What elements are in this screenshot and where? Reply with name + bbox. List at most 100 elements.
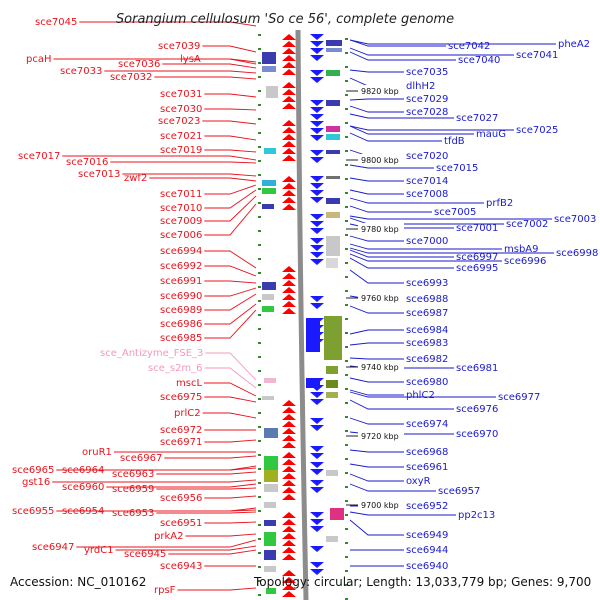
gene-label-sce6957[interactable]: sce6957: [438, 486, 480, 497]
gene-label-sce6976[interactable]: sce6976: [456, 404, 498, 415]
gene-label-sce6952[interactable]: sce6952: [406, 501, 448, 512]
gene-label-rpsF[interactable]: rpsF: [154, 585, 176, 596]
gene-label-sce6954[interactable]: sce6954: [62, 506, 104, 517]
gene-label-sce6971[interactable]: sce6971: [160, 437, 202, 448]
gene-label-sce7025[interactable]: sce7025: [516, 125, 558, 136]
gene-label-tfdB[interactable]: tfdB: [444, 136, 465, 147]
gene-label-sce6963[interactable]: sce6963: [112, 469, 154, 480]
gene-label-sce6974[interactable]: sce6974: [406, 419, 448, 430]
gene-label-sce7003[interactable]: sce7003: [554, 214, 596, 225]
gene-label-sce6981[interactable]: sce6981: [456, 363, 498, 374]
gene-label-sce6944[interactable]: sce6944: [406, 545, 448, 556]
gene-label-sce7039[interactable]: sce7039: [158, 41, 200, 52]
gene-label-sce6964[interactable]: sce6964: [62, 465, 104, 476]
gene-label-sce6975[interactable]: sce6975: [160, 392, 202, 403]
gene-label-sce6977[interactable]: sce6977: [498, 392, 540, 403]
gene-label-sce6967[interactable]: sce6967: [120, 453, 162, 464]
gene-label-sce6984[interactable]: sce6984: [406, 325, 448, 336]
gene-label-sce6947[interactable]: sce6947: [32, 542, 74, 553]
gene-label-sce6986[interactable]: sce6986: [160, 319, 202, 330]
gene-label-sce_Antizyme_FSE_3[interactable]: sce_Antizyme_FSE_3: [100, 348, 203, 359]
gene-label-sce7010[interactable]: sce7010: [160, 203, 202, 214]
gene-label-sce6988[interactable]: sce6988: [406, 294, 448, 305]
gene-label-sce6998[interactable]: sce6998: [556, 248, 598, 259]
gene-label-sce6951[interactable]: sce6951: [160, 518, 202, 529]
gene-label-sce7014[interactable]: sce7014: [406, 176, 448, 187]
gene-label-sce6982[interactable]: sce6982: [406, 354, 448, 365]
gene-label-sce7031[interactable]: sce7031: [160, 89, 202, 100]
gene-label-sce7027[interactable]: sce7027: [456, 113, 498, 124]
gene-label-sce6980[interactable]: sce6980: [406, 377, 448, 388]
gene-label-sce7013[interactable]: sce7013: [78, 169, 120, 180]
gene-label-sce7019[interactable]: sce7019: [160, 145, 202, 156]
gene-label-sce6990[interactable]: sce6990: [160, 291, 202, 302]
gene-label-sce6994[interactable]: sce6994: [160, 246, 202, 257]
gene-label-sce6989[interactable]: sce6989: [160, 305, 202, 316]
gene-label-sce7028[interactable]: sce7028: [406, 107, 448, 118]
gene-label-msbA9[interactable]: msbA9: [504, 244, 539, 255]
gene-label-mauG[interactable]: mauG: [476, 129, 506, 140]
gene-label-mscL[interactable]: mscL: [176, 378, 202, 389]
gene-label-sce7001[interactable]: sce7001: [456, 223, 498, 234]
gene-label-sce6965[interactable]: sce6965: [12, 465, 54, 476]
gene-label-sce7021[interactable]: sce7021: [160, 131, 202, 142]
gene-label-gst16[interactable]: gst16: [22, 477, 50, 488]
gene-label-sce7011[interactable]: sce7011: [160, 189, 202, 200]
gene-label-yrdC1[interactable]: yrdC1: [84, 545, 114, 556]
gene-label-sce6943[interactable]: sce6943: [160, 561, 202, 572]
gene-label-sce7041[interactable]: sce7041: [516, 50, 558, 61]
gene-label-sce7015[interactable]: sce7015: [436, 163, 478, 174]
gene-label-sce7033[interactable]: sce7033: [60, 66, 102, 77]
gene-label-sce7036[interactable]: sce7036: [118, 59, 160, 70]
gene-label-sce7016[interactable]: sce7016: [66, 157, 108, 168]
gene-label-sce7040[interactable]: sce7040: [458, 55, 500, 66]
gene-label-sce7042[interactable]: sce7042: [448, 41, 490, 52]
gene-label-sce7020[interactable]: sce7020: [406, 151, 448, 162]
gene-label-prkA2[interactable]: prkA2: [154, 531, 183, 542]
gene-label-sce7030[interactable]: sce7030: [160, 104, 202, 115]
gene-label-sce7023[interactable]: sce7023: [158, 116, 200, 127]
gene-label-sce7017[interactable]: sce7017: [18, 151, 60, 162]
gene-label-sce7032[interactable]: sce7032: [110, 72, 152, 83]
gene-label-sce7005[interactable]: sce7005: [434, 207, 476, 218]
gene-label-sce6970[interactable]: sce6970: [456, 429, 498, 440]
gene-label-prlC2[interactable]: prlC2: [174, 408, 201, 419]
gene-label-dlhH2[interactable]: dlhH2: [406, 81, 435, 92]
gene-label-sce6995[interactable]: sce6995: [456, 263, 498, 274]
gene-label-sce6997[interactable]: sce6997: [456, 252, 498, 263]
gene-label-oruR1[interactable]: oruR1: [82, 447, 112, 458]
gene-label-sce6985[interactable]: sce6985: [160, 333, 202, 344]
gene-label-prfB2[interactable]: prfB2: [486, 198, 513, 209]
gene-label-sce7045[interactable]: sce7045: [35, 17, 77, 28]
gene-label-sce6987[interactable]: sce6987: [406, 308, 448, 319]
gene-label-oxyR[interactable]: oxyR: [406, 476, 431, 487]
gene-label-sce7000[interactable]: sce7000: [406, 236, 448, 247]
gene-label-sce6993[interactable]: sce6993: [406, 278, 448, 289]
gene-label-sce6968[interactable]: sce6968: [406, 447, 448, 458]
gene-label-zwf2[interactable]: zwf2: [124, 173, 147, 184]
gene-label-phlC2[interactable]: phlC2: [406, 390, 435, 401]
gene-label-sce6955[interactable]: sce6955: [12, 506, 54, 517]
gene-label-sce7035[interactable]: sce7035: [406, 67, 448, 78]
gene-label-sce7009[interactable]: sce7009: [160, 216, 202, 227]
gene-label-sce6972[interactable]: sce6972: [160, 425, 202, 436]
gene-label-pp2c13[interactable]: pp2c13: [458, 510, 495, 521]
gene-label-sce_s2m_6[interactable]: sce_s2m_6: [148, 363, 203, 374]
gene-label-sce6960[interactable]: sce6960: [62, 482, 104, 493]
gene-label-sce6959[interactable]: sce6959: [112, 484, 154, 495]
gene-label-sce6991[interactable]: sce6991: [160, 276, 202, 287]
gene-label-sce7029[interactable]: sce7029: [406, 94, 448, 105]
gene-label-sce6953[interactable]: sce6953: [112, 508, 154, 519]
gene-label-sce7008[interactable]: sce7008: [406, 189, 448, 200]
gene-label-sce6945[interactable]: sce6945: [124, 549, 166, 560]
gene-label-lysA[interactable]: lysA: [180, 54, 201, 65]
gene-label-sce6940[interactable]: sce6940: [406, 561, 448, 572]
gene-label-sce6949[interactable]: sce6949: [406, 530, 448, 541]
gene-label-sce7006[interactable]: sce7006: [160, 230, 202, 241]
gene-label-pcaH[interactable]: pcaH: [26, 54, 52, 65]
gene-label-sce6996[interactable]: sce6996: [504, 256, 546, 267]
gene-label-sce7002[interactable]: sce7002: [506, 219, 548, 230]
gene-label-pheA2[interactable]: pheA2: [558, 39, 590, 50]
gene-label-sce6961[interactable]: sce6961: [406, 462, 448, 473]
gene-label-sce6983[interactable]: sce6983: [406, 338, 448, 349]
